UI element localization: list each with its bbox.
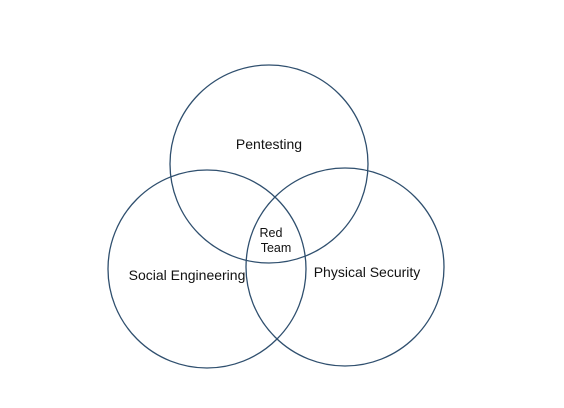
pentesting-circle: [169, 64, 369, 264]
social-engineering-circle: [107, 169, 307, 369]
intersection-label-line-1: Red: [260, 226, 283, 240]
physical-security-label: Physical Security: [314, 264, 421, 280]
social-engineering-label: Social Engineering: [129, 267, 246, 283]
pentesting-label: Pentesting: [236, 136, 302, 152]
physical-security-circle: [245, 167, 445, 367]
intersection-label-line-2: Team: [261, 241, 292, 255]
